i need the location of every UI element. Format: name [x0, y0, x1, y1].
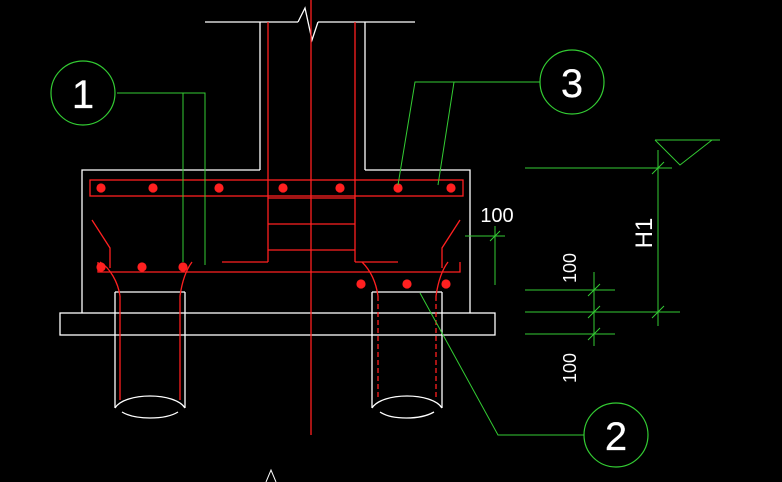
dimension-lower-offset-text: 100 — [560, 353, 580, 383]
callout-3-circle — [539, 49, 605, 115]
callout-2-group: 2 — [419, 292, 649, 468]
callout-2-circle — [583, 402, 649, 468]
callout-3-label: 3 — [561, 62, 583, 106]
callout-3-group: 3 — [397, 49, 605, 186]
dimension-offset-labels: 100 100 — [560, 253, 580, 383]
dimension-depth-text: H1 — [631, 218, 658, 249]
dimension-offsets — [525, 272, 680, 346]
pile-right — [371, 291, 443, 419]
callout-1-circle — [50, 60, 116, 126]
dimension-cover-horizontal: 100 — [465, 205, 514, 285]
rebar-dots — [96, 183, 456, 289]
dimension-cover-horizontal-text: 100 — [480, 205, 513, 227]
dimension-depth: H1 — [631, 218, 658, 249]
callout-1-label: 1 — [72, 73, 94, 117]
dimension-ground-level — [525, 139, 720, 326]
partial-mark-bottom — [265, 468, 277, 482]
column-outline — [205, 6, 415, 170]
callout-1-group: 1 — [50, 60, 206, 265]
dimension-upper-offset-text: 100 — [560, 253, 580, 283]
pile-left — [114, 291, 186, 419]
rebar-lines — [89, 0, 464, 435]
callout-2-label: 2 — [605, 415, 627, 459]
